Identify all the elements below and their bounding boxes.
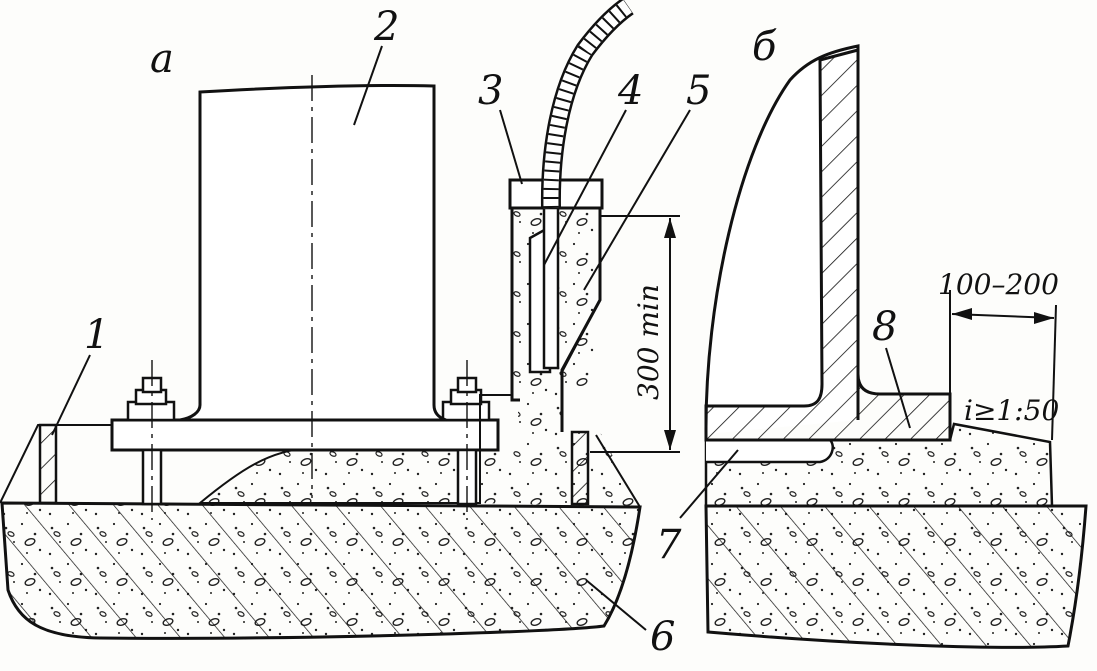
callout-7-label: 7 [656, 522, 682, 568]
callout-6: 6 [585, 579, 675, 660]
callout-1: 1 [51, 312, 109, 436]
formwork-left [0, 424, 112, 504]
callout-4: 4 [543, 68, 643, 266]
view-b: 100–200 i≥1:50 б 7 8 [656, 24, 1088, 649]
callout-8: 8 [872, 304, 911, 429]
view-a: 300 min а 1 2 3 4 5 6 [0, 0, 711, 660]
dimension-gap: 100–200 [938, 268, 1059, 441]
formwork-right [595, 434, 641, 508]
grout-layer-a [197, 375, 640, 507]
callout-4-label: 4 [617, 68, 643, 114]
slope-label: i≥1:50 [964, 394, 1059, 427]
anchor-bolt-right [441, 360, 491, 520]
callout-5: 5 [583, 68, 711, 291]
view-b-label: б [752, 24, 777, 70]
baseplate [110, 418, 500, 452]
form-board-right [570, 430, 590, 506]
gap-range-label: 100–200 [938, 268, 1059, 301]
height-min-label: 300 min [632, 284, 665, 400]
foundation-slab-a [0, 501, 642, 640]
grout-box [479, 0, 634, 450]
callout-3: 3 [478, 68, 523, 185]
callout-5-label: 5 [686, 68, 711, 114]
callout-8-label: 8 [872, 304, 897, 350]
callout-6-label: 6 [650, 614, 675, 660]
anchor-bolt-left [126, 360, 176, 520]
callout-2: 2 [353, 4, 399, 126]
callout-1-label: 1 [84, 312, 109, 358]
machine-body [179, 83, 447, 422]
steel-angle [704, 48, 952, 442]
dimension-height: 300 min [590, 215, 680, 453]
foundation-slab-b [704, 504, 1088, 649]
callout-2-label: 2 [373, 4, 399, 50]
form-board-left [38, 423, 58, 505]
callout-3-label: 3 [478, 68, 503, 114]
grout-edge-7 [706, 438, 834, 464]
view-a-label: а [150, 36, 174, 82]
callout-7: 7 [656, 449, 739, 568]
